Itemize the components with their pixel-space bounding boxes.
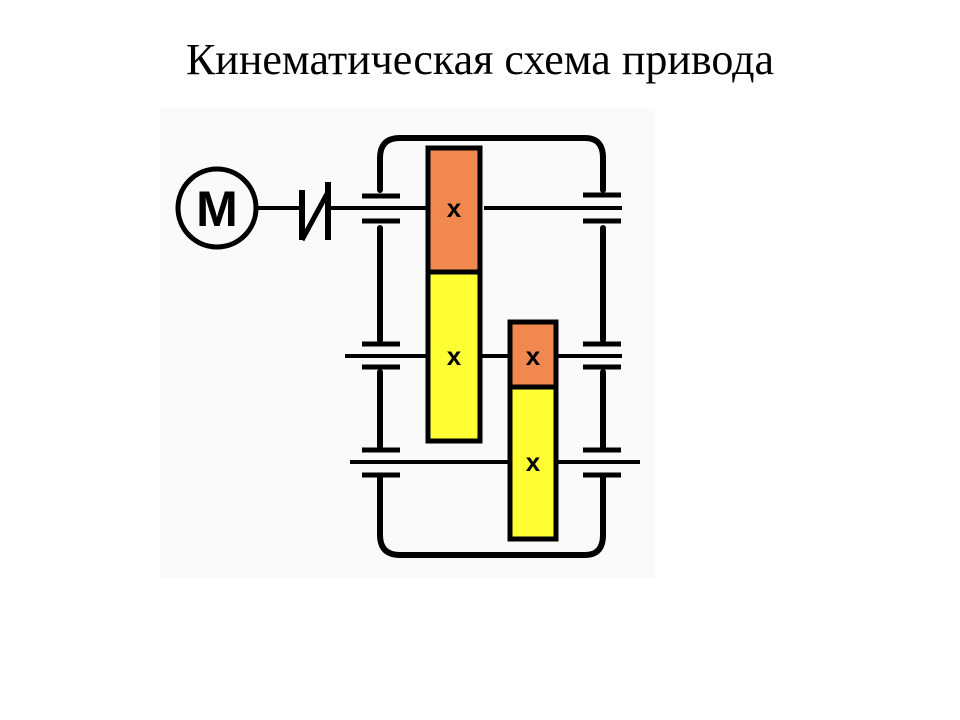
coupling-diagonal [299, 190, 331, 242]
second-stage [507, 319, 559, 542]
second-stage-driven-gear [507, 384, 559, 542]
gear-mark-2: x [447, 341, 462, 371]
gear-mark-4: x [526, 447, 541, 477]
first-stage [425, 145, 483, 444]
gear-mark-1: x [447, 193, 462, 223]
input-shaft [328, 192, 622, 224]
coupling-icon [256, 182, 331, 242]
gear-mark-3: x [526, 341, 541, 371]
diagram-panel [160, 108, 655, 578]
intermediate-shaft [345, 341, 622, 370]
gearbox-housing [377, 135, 606, 558]
slide-title: Кинематическая схема привода [185, 35, 775, 84]
first-stage-driven-gear [425, 269, 483, 444]
output-shaft [350, 447, 640, 478]
gear-marks: x x x x [447, 193, 541, 477]
motor-label: М [196, 181, 238, 237]
